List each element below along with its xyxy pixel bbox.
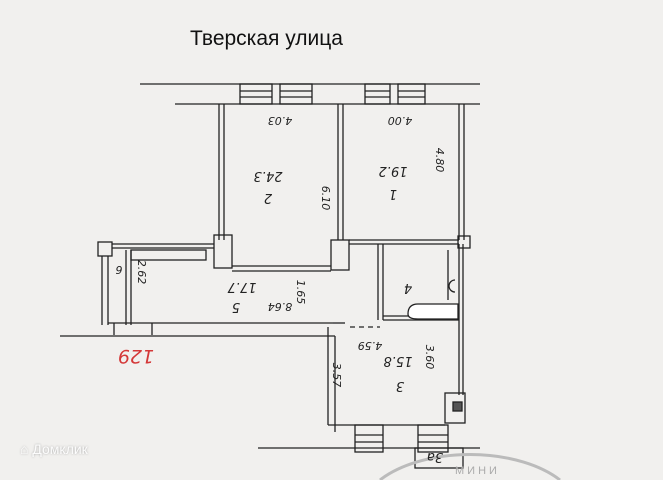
room3a-number: 3a	[427, 449, 443, 464]
room3-length-right: 3.60	[423, 345, 436, 370]
room1-area: 19.2	[379, 163, 408, 178]
room5-length: 8.64	[268, 300, 293, 313]
room3-length-left: 3.57	[330, 363, 343, 388]
room4-number: 4	[404, 280, 412, 295]
domclick-watermark: ⌂ Домклик	[20, 441, 88, 457]
room1-length: 4.80	[433, 148, 446, 173]
stamp-text: МИНИ	[455, 465, 500, 477]
room2-width: 4.03	[268, 114, 293, 127]
walls	[60, 83, 561, 480]
street-title: Тверская улица	[190, 27, 343, 50]
room6-dim: 2.62	[135, 260, 148, 285]
room2-number: 2	[264, 190, 272, 205]
room3-area: 15.8	[384, 353, 413, 368]
home-icon: ⌂	[20, 441, 33, 457]
room6-number: 6	[116, 263, 123, 276]
room5-width: 1.65	[294, 280, 307, 305]
total-area-note: 129	[118, 345, 154, 367]
labels: 4.03 4.00 24.3 2 6.10 19.2 1 4.80 2.62 6…	[116, 114, 500, 477]
room2-area: 24.3	[254, 168, 283, 183]
room3-number: 3	[396, 378, 404, 393]
room1-number: 1	[389, 186, 397, 201]
room5-area: 17.7	[227, 279, 257, 294]
room3-width: 4.59	[358, 339, 383, 352]
watermark-text: Домклик	[32, 441, 88, 457]
room5-number: 5	[232, 299, 240, 314]
room2-length: 6.10	[319, 186, 332, 211]
room1-width: 4.00	[388, 114, 413, 127]
